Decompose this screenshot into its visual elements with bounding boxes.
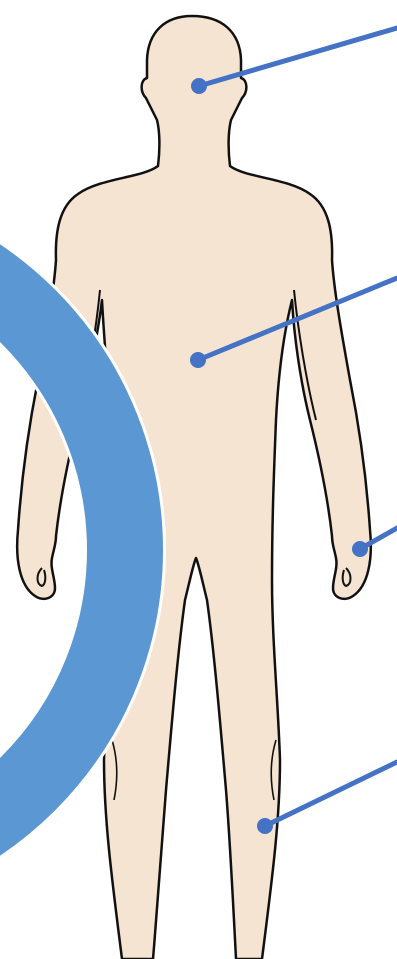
pointer-leg-dot (257, 818, 273, 834)
pointer-chest-dot (190, 352, 206, 368)
pointer-head-dot (191, 78, 207, 94)
body-outline (17, 16, 371, 959)
human-figure (17, 16, 371, 959)
pointer-hand-dot (352, 541, 368, 557)
